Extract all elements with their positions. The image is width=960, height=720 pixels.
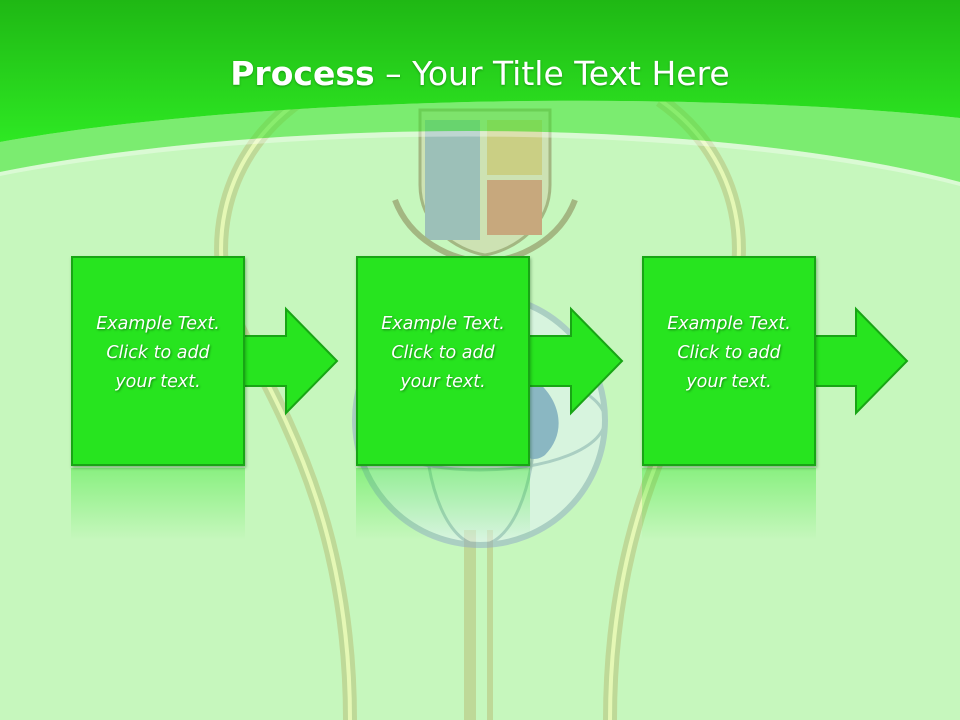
step-1-box[interactable]: Example Text. Click to add your text.: [71, 256, 245, 466]
step-1-line-3: your text.: [115, 372, 201, 392]
step-1-arrow-icon: [238, 306, 339, 416]
step-3-box[interactable]: Example Text. Click to add your text.: [642, 256, 816, 466]
step-2-line-1: Example Text.: [381, 314, 505, 334]
step-1-text[interactable]: Example Text. Click to add your text.: [73, 310, 243, 397]
title-rest-part: – Your Title Text Here: [374, 54, 730, 93]
header-swoosh: [0, 100, 960, 182]
step-2-reflection: [356, 468, 530, 540]
page-title: Process – Your Title Text Here: [0, 52, 960, 96]
step-3-line-3: your text.: [686, 372, 772, 392]
step-1-reflection: [71, 468, 245, 540]
step-3-line-1: Example Text.: [667, 314, 791, 334]
step-3-text[interactable]: Example Text. Click to add your text.: [644, 310, 814, 397]
coat-of-arms-watermark-icon: [392, 108, 578, 266]
step-1-line-2: Click to add: [106, 343, 210, 363]
step-3-arrow-icon: [808, 306, 909, 416]
step-2-line-2: Click to add: [391, 343, 495, 363]
step-3-line-2: Click to add: [677, 343, 781, 363]
step-1-line-1: Example Text.: [96, 314, 220, 334]
step-2-line-3: your text.: [400, 372, 486, 392]
step-2-text[interactable]: Example Text. Click to add your text.: [358, 310, 528, 397]
step-2-arrow-icon: [523, 306, 624, 416]
step-3-reflection: [642, 468, 816, 540]
header-band: [0, 0, 960, 142]
step-2-box[interactable]: Example Text. Click to add your text.: [356, 256, 530, 466]
title-bold-part: Process: [230, 54, 375, 93]
